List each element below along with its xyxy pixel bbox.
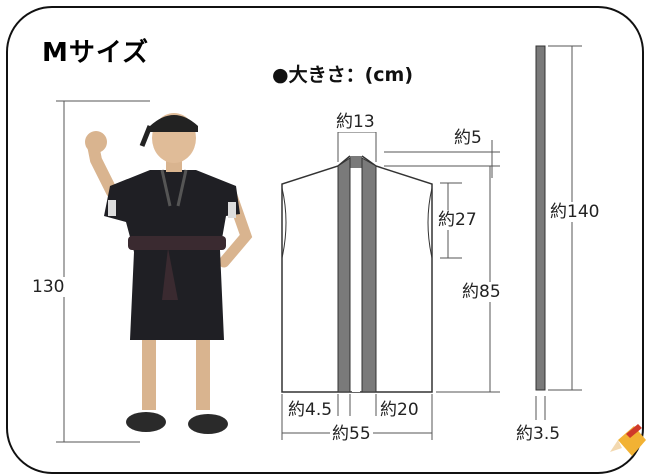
label-total-width: 約55 — [330, 424, 373, 444]
child-leg-right — [196, 330, 210, 410]
label-collar-drop: 約5 — [452, 128, 484, 148]
size-heading: ●大きさ：(cm) — [272, 64, 414, 86]
front-band-right — [361, 157, 377, 393]
child-collar-left — [160, 169, 172, 207]
label-body-length: 約85 — [460, 282, 503, 302]
child-shoe-right — [188, 414, 228, 434]
child-height-dim — [56, 100, 150, 443]
child-illustration — [85, 113, 253, 434]
child-sash-tail — [162, 248, 178, 300]
label-child-height: 130 — [30, 277, 67, 297]
size-title: Mサイズ — [42, 38, 150, 68]
label-armhole: 約27 — [436, 210, 479, 230]
sash-strip — [535, 45, 546, 391]
child-sleeve-stripe-right — [228, 202, 236, 218]
armhole-left — [281, 187, 287, 259]
child-headband-tail — [139, 125, 153, 147]
label-front-band: 約4.5 — [286, 400, 335, 420]
child-sleeve-stripe-left — [108, 200, 116, 216]
child-fist — [85, 131, 107, 153]
child-collar-right — [176, 169, 188, 207]
child-sash — [128, 236, 226, 250]
label-neck-width: 約13 — [334, 112, 377, 132]
happi-dim-lines — [281, 122, 500, 440]
happi-diagram — [281, 155, 433, 393]
label-sash-width: 約3.5 — [514, 424, 563, 444]
pencil-icon — [610, 424, 646, 456]
label-front-panel: 約20 — [378, 400, 421, 420]
child-shoe-left — [126, 412, 166, 432]
label-sash-length: 約140 — [548, 202, 602, 222]
diagram-canvas — [56, 45, 646, 456]
armhole-right — [427, 187, 433, 259]
child-happi — [104, 170, 240, 340]
collar-top — [350, 156, 362, 168]
child-headband — [150, 115, 198, 132]
front-band-left — [337, 157, 351, 393]
child-leg-left — [142, 330, 156, 410]
sash-diagram — [535, 45, 546, 391]
